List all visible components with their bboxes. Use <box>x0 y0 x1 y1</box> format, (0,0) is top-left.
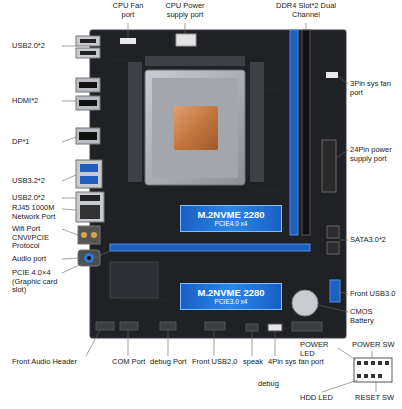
callout-label: DP*1 <box>12 138 60 147</box>
callout-label: CPU Fan port <box>110 2 146 19</box>
callout-label: Front USB3.0 <box>350 290 398 299</box>
fan-header <box>326 72 338 78</box>
callout-label: Front USB2.0 <box>192 358 242 367</box>
callout-label: HDD LED <box>300 394 340 403</box>
callout-label: PCIE 4.0×4 (Graphic card slot) <box>12 269 60 295</box>
callout-label: Audio port <box>12 255 60 264</box>
callout-label: RESET SW <box>355 394 399 403</box>
cmos-battery <box>292 290 318 316</box>
callout-label: USB2.0*2 <box>12 42 60 51</box>
callout-label: 4Pin sys fan port <box>268 358 344 367</box>
leader-lines <box>62 23 376 392</box>
bottom-headers <box>96 322 322 331</box>
callout-label: RJ45 1000M Network Port <box>12 204 60 221</box>
callout-label: debug Port <box>150 358 192 367</box>
callout-label: 24Pin power supply port <box>350 146 398 163</box>
cpu-area <box>120 34 264 185</box>
front-usb3-header <box>330 280 340 302</box>
front-panel-pins <box>354 358 392 382</box>
sata-ports <box>327 226 339 254</box>
slot-title: M.2NVME 2280 <box>197 210 264 220</box>
callout-label: 3Pin sys fan port <box>350 80 398 97</box>
pcb-traces <box>110 60 285 300</box>
ddr4-slots <box>290 30 310 235</box>
chipset <box>110 262 158 298</box>
callout-label: POWER SW <box>352 341 398 350</box>
callout-label: DDR4 Slot*2 Dual Channel <box>275 2 337 19</box>
callout-label: USB3.2*2 <box>12 177 60 186</box>
slot-spec: PCIE4.0 x4 <box>215 220 248 227</box>
callout-label: Wifi Port CNVi/PCIE Protocol <box>12 225 60 251</box>
slot-spec: PCIE3.0 x4 <box>215 298 248 305</box>
rear-io <box>76 36 104 266</box>
callout-label: CMOS Battery <box>350 308 398 325</box>
atx-24pin <box>322 140 336 192</box>
callout-label: debug <box>258 380 288 389</box>
pcb-board <box>90 30 346 338</box>
callout-label: HDMI*2 <box>12 97 60 106</box>
callout-label: SATA3.0*2 <box>350 236 398 245</box>
callout-label: CPU Power supply port <box>155 2 215 19</box>
callout-label: POWER LED <box>300 341 344 358</box>
slot-title: M.2NVME 2280 <box>197 288 264 298</box>
callout-label: COM Port <box>112 358 150 367</box>
callout-label: Front Audio Header <box>12 358 98 367</box>
m2-slot-band: M.2NVME 2280PCIE3.0 x4 <box>180 283 282 310</box>
pcie-slot <box>110 244 310 251</box>
m2-slot-band: M.2NVME 2280PCIE4.0 x4 <box>180 205 282 232</box>
callout-label: USB2.0*2 <box>12 194 60 203</box>
callout-label: speak <box>243 358 267 367</box>
